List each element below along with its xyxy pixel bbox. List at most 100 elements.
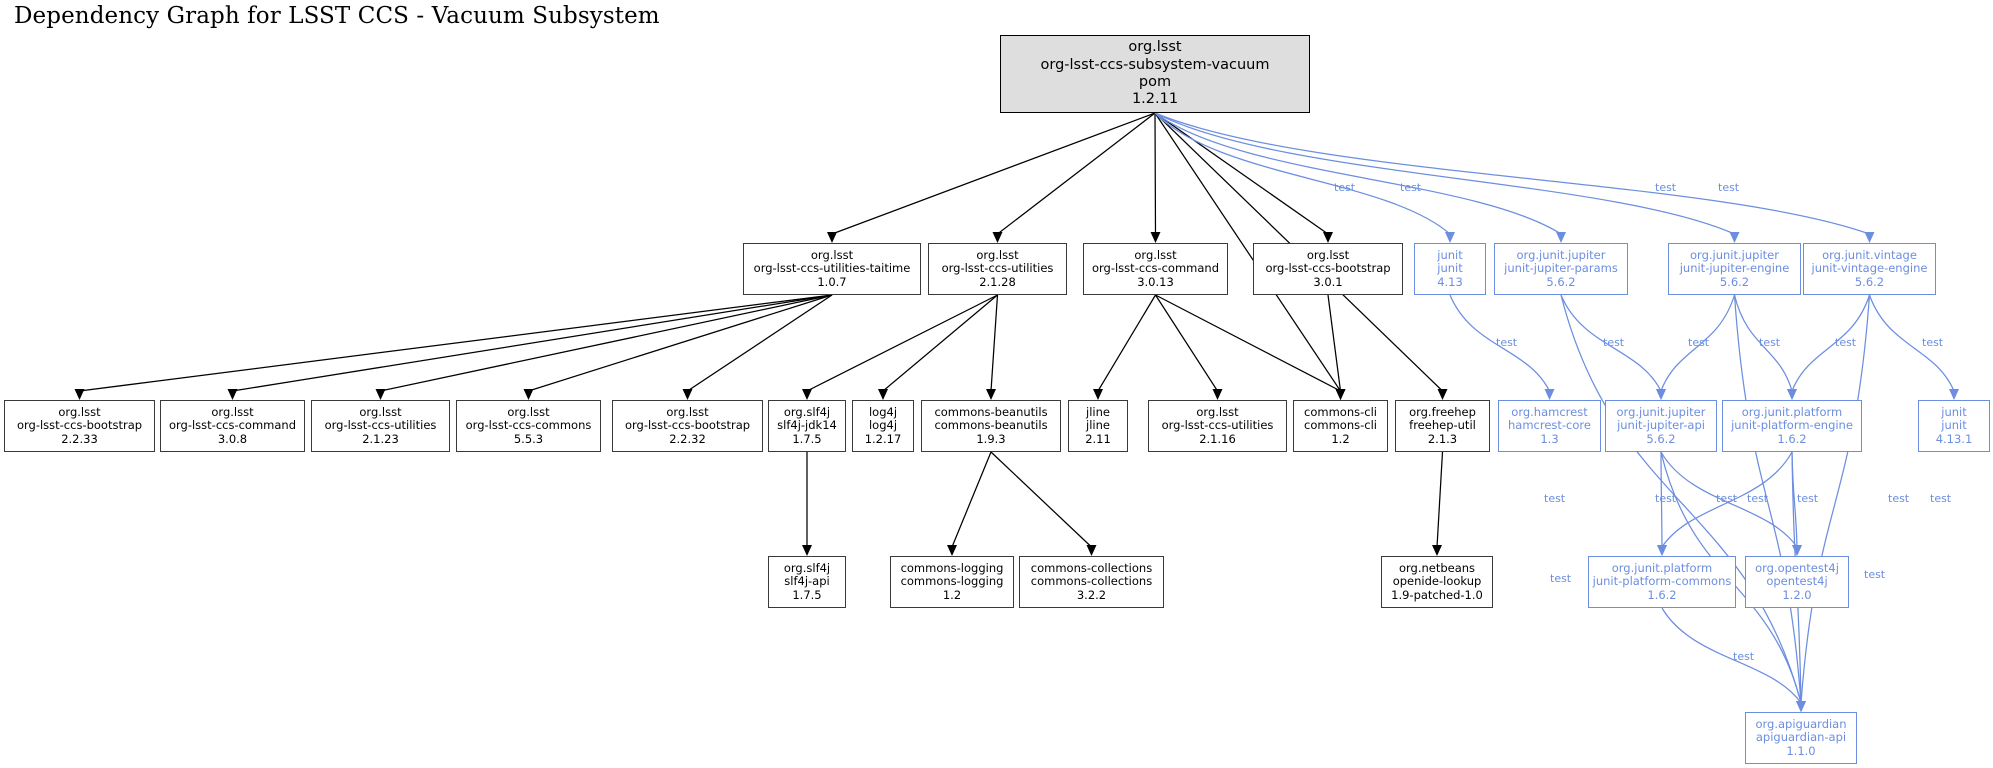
arrowhead-utilities-taitime-to-commons-553 xyxy=(523,389,534,400)
node-version: 1.9-patched-1.0 xyxy=(1391,587,1483,602)
node-artifact-id: apiguardian-api xyxy=(1755,730,1847,745)
node-artifact-id: slf4j-jdk14 xyxy=(777,418,837,433)
edge-scope-label: test xyxy=(1835,336,1857,349)
edge-junit-jupiter-engine-to-junit-jupiter-api xyxy=(1660,294,1736,392)
node-group-id: org.lsst xyxy=(666,404,709,419)
edge-junit-vintage-engine-to-apiguardian-api xyxy=(1800,294,1871,704)
node-version: 1.6.2 xyxy=(1777,431,1807,446)
node-artifact-id: junit-jupiter-api xyxy=(1617,418,1705,433)
arrowhead-slf4j-jdk14-to-slf4j-api xyxy=(802,545,812,556)
arrowhead-root-to-junit-jupiter-engine xyxy=(1729,232,1740,243)
node-artifact-id: opentest4j xyxy=(1766,574,1828,589)
edge-scope-label: test xyxy=(1334,181,1356,194)
edge-scope-label: test xyxy=(1718,181,1740,194)
node-group-id: org.junit.jupiter xyxy=(1690,247,1779,262)
arrowhead-junit-platform-commons-to-apiguardian-api xyxy=(1796,701,1806,712)
node-group-id: org.lsst xyxy=(58,404,101,419)
node-artifact-id: org-lsst-ccs-utilities xyxy=(941,261,1054,276)
arrowhead-utilities-taitime-to-command-308 xyxy=(227,389,238,400)
arrowhead-utilities-taitime-to-bootstrap-2233 xyxy=(74,389,85,400)
node-version: 1.2 xyxy=(1331,431,1350,446)
node-group-id: org.junit.platform xyxy=(1741,404,1843,419)
edge-utilities-taitime-to-command-308 xyxy=(232,294,833,392)
node-version: 2.1.23 xyxy=(362,431,399,446)
node-version: 1.7.5 xyxy=(792,431,822,446)
node-group-id: commons-logging xyxy=(900,560,1004,575)
edge-freehep-util-to-openide-lookup xyxy=(1436,451,1444,548)
node-version: 1.0.7 xyxy=(817,274,847,289)
node-artifact-id: commons-logging xyxy=(900,574,1004,589)
node-artifact-id: junit xyxy=(1437,261,1463,276)
edge-junit-platform-commons-to-apiguardian-api xyxy=(1661,607,1802,704)
node-version: 3.0.1 xyxy=(1313,274,1343,289)
edge-scope-label: test xyxy=(1544,492,1566,505)
arrowhead-junit-vintage-engine-to-junit-platform-engine xyxy=(1787,389,1797,400)
edge-scope-label: test xyxy=(1797,492,1819,505)
node-packaging: pom xyxy=(1138,74,1172,90)
edge-utilities-2128-to-slf4j-jdk14 xyxy=(806,294,998,392)
edge-junit-jupiter-engine-to-apiguardian-api xyxy=(1733,294,1802,704)
node-artifact-id: log4j xyxy=(868,418,898,433)
edge-junit-jupiter-api-to-junit-platform-commons xyxy=(1660,451,1663,548)
node-version: 1.3 xyxy=(1540,431,1559,446)
arrowhead-bootstrap-301-to-commons-cli xyxy=(1335,389,1346,400)
node-group-id: commons-collections xyxy=(1030,560,1153,575)
node-version: 1.9.3 xyxy=(976,431,1006,446)
node-artifact-id: commons-collections xyxy=(1030,574,1153,589)
edge-scope-label: test xyxy=(1496,336,1518,349)
node-version: 4.13.1 xyxy=(1935,431,1973,446)
edge-root-to-junit-413 xyxy=(1154,112,1451,235)
edge-junit-vintage-engine-to-junit-4131 xyxy=(1868,294,1955,392)
node-version: 1.2 xyxy=(942,587,962,602)
edge-commons-beanutils-to-commons-collections xyxy=(990,451,1092,548)
arrowhead-junit-platform-engine-to-junit-platform-commons xyxy=(1657,545,1667,556)
node-artifact-id: org-lsst-ccs-bootstrap xyxy=(1265,261,1391,276)
page-title: Dependency Graph for LSST CCS - Vacuum S… xyxy=(14,3,660,29)
edge-root-to-utilities-2128 xyxy=(997,112,1156,235)
edge-commons-beanutils-to-commons-logging xyxy=(951,451,992,548)
node-artifact-id: junit xyxy=(1941,418,1967,433)
node-version: 5.5.3 xyxy=(513,431,544,446)
edge-scope-label: test xyxy=(1400,181,1422,194)
node-version: 3.0.8 xyxy=(217,431,248,446)
node-artifact-id: org-lsst-ccs-utilities xyxy=(1161,418,1274,433)
node-version: 2.1.28 xyxy=(979,274,1016,289)
node-group-id: org.netbeans xyxy=(1398,560,1476,575)
node-version: 1.2.11 xyxy=(1131,91,1179,108)
edge-bootstrap-301-to-commons-cli xyxy=(1327,294,1342,392)
arrowhead-junit-413-to-hamcrest-core xyxy=(1544,389,1555,400)
